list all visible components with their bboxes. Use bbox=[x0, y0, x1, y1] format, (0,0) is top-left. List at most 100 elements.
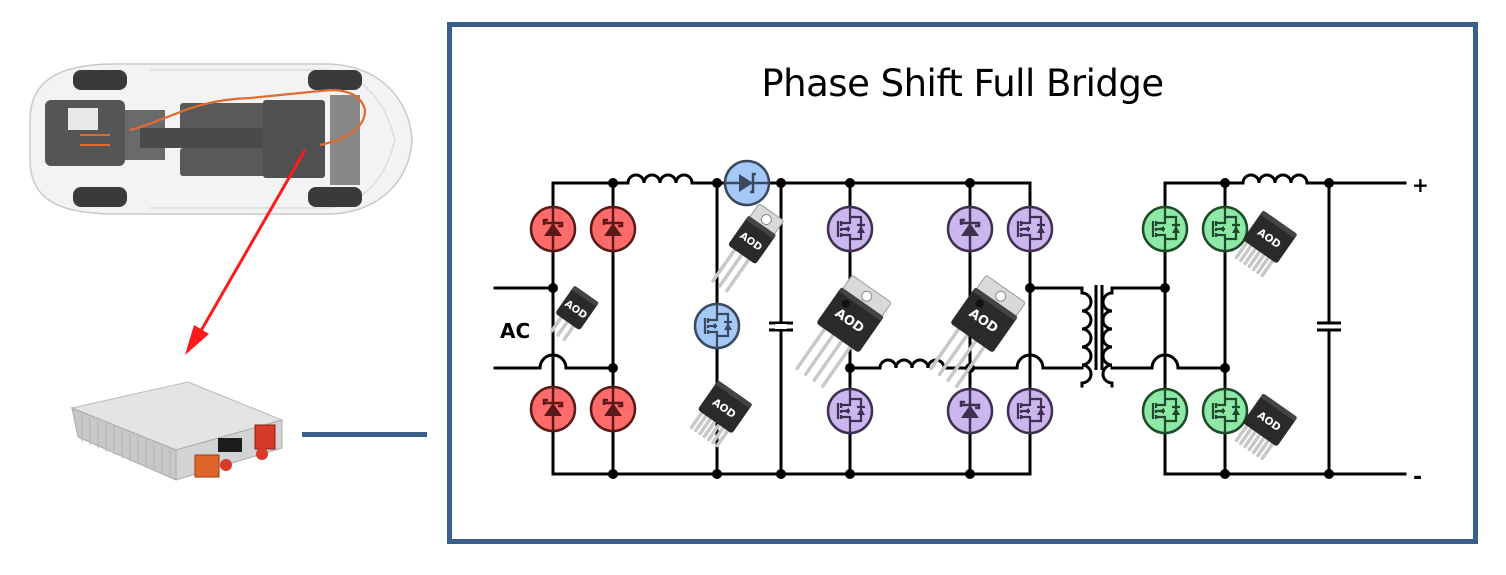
package-lead bbox=[820, 343, 854, 389]
schottky-bar bbox=[542, 218, 564, 228]
junction-dot bbox=[1324, 469, 1334, 479]
mosfet-arrow bbox=[1024, 226, 1029, 232]
primary-mosfet bbox=[1006, 205, 1054, 253]
package-lead bbox=[1243, 245, 1259, 266]
diode-triangle bbox=[544, 403, 562, 416]
schottky-bar bbox=[959, 218, 981, 228]
package-lead bbox=[715, 427, 731, 448]
package-lead bbox=[1239, 242, 1254, 263]
package-lead bbox=[1243, 428, 1259, 449]
mosfet-arrow bbox=[711, 323, 716, 329]
to247-4-package: AOD bbox=[929, 275, 1026, 389]
package-body bbox=[698, 381, 752, 433]
pfc-inductor bbox=[611, 173, 719, 185]
hv-cable bbox=[129, 88, 367, 147]
package-lead bbox=[795, 325, 828, 371]
package-lead bbox=[706, 421, 722, 442]
schottky-bar bbox=[542, 398, 564, 408]
car-wheel bbox=[73, 187, 127, 207]
package-body bbox=[817, 288, 883, 352]
body-diode bbox=[724, 323, 732, 330]
cap-gap bbox=[1322, 324, 1336, 329]
diode-triangle bbox=[604, 223, 622, 236]
package-lead bbox=[718, 251, 745, 288]
circuit-frame bbox=[447, 22, 1478, 544]
junction-dot bbox=[608, 469, 618, 479]
junction-dot bbox=[1160, 283, 1170, 293]
charger-connector-black bbox=[218, 438, 242, 452]
package-lead bbox=[1251, 434, 1267, 455]
package-lead bbox=[725, 256, 752, 293]
mosfet-arrow bbox=[844, 408, 849, 414]
schottky-bar bbox=[750, 172, 756, 194]
junction-dot bbox=[608, 363, 618, 373]
onboard-charger-image bbox=[70, 381, 284, 481]
junction-dot bbox=[965, 469, 975, 479]
transformer-primary-bottom bbox=[968, 353, 1084, 370]
rectifier-diode bbox=[529, 385, 577, 433]
junction-dot bbox=[845, 363, 855, 373]
mosfet-arrow bbox=[1219, 408, 1224, 414]
sr-mosfet bbox=[1201, 387, 1249, 435]
junction-dot bbox=[712, 178, 722, 188]
junction-dot bbox=[845, 469, 855, 479]
resonant-inductor bbox=[848, 358, 972, 370]
package-lead bbox=[954, 343, 988, 389]
package-top-edge bbox=[839, 287, 884, 321]
transformer-secondary-winding bbox=[1101, 286, 1114, 388]
car-wheel bbox=[308, 187, 362, 207]
mounting-hole bbox=[841, 299, 850, 308]
mosfet-arrow bbox=[1159, 226, 1164, 232]
junction-dot bbox=[1220, 469, 1230, 479]
clamp-diode bbox=[946, 387, 994, 435]
diode-triangle bbox=[544, 223, 562, 236]
ev-car-image bbox=[29, 63, 413, 215]
transformer-primary-winding bbox=[1080, 286, 1093, 388]
body-diode bbox=[1037, 226, 1045, 233]
red-arrow bbox=[185, 149, 307, 355]
diode-triangle bbox=[739, 174, 753, 192]
primary-mosfet bbox=[826, 205, 874, 253]
ac-line-bottom bbox=[493, 353, 615, 370]
junction-dot bbox=[965, 178, 975, 188]
package-body bbox=[951, 288, 1017, 352]
car-motor-detail bbox=[68, 108, 98, 130]
car-battery bbox=[180, 148, 265, 176]
car-battery bbox=[180, 103, 265, 131]
pfc-mosfet bbox=[693, 302, 741, 350]
schottky-bar bbox=[602, 218, 624, 228]
package-lead bbox=[929, 325, 962, 371]
package-lead bbox=[1260, 440, 1276, 461]
package-lead bbox=[1260, 257, 1276, 278]
car-battery-rear bbox=[263, 100, 325, 178]
d2pak-7-package: AOD bbox=[689, 380, 752, 448]
package-lead bbox=[1239, 425, 1254, 446]
package-body bbox=[1243, 394, 1297, 446]
body-diode bbox=[1172, 226, 1180, 233]
rectifier-diode bbox=[529, 205, 577, 253]
clamp-diode bbox=[946, 205, 994, 253]
primary-mosfet bbox=[1006, 387, 1054, 435]
package-top-edge bbox=[746, 216, 776, 239]
package-lead bbox=[1247, 248, 1263, 269]
output-inductor bbox=[1163, 173, 1407, 185]
package-lead bbox=[550, 314, 565, 333]
mosfet-arrow bbox=[1024, 408, 1029, 414]
rectifier-diode bbox=[589, 205, 637, 253]
package-lead bbox=[1251, 251, 1267, 272]
package-lead bbox=[689, 409, 705, 430]
package-top-edge bbox=[973, 287, 1018, 321]
junction-dot bbox=[776, 178, 786, 188]
rectifier-diode bbox=[589, 385, 637, 433]
diode-triangle bbox=[961, 223, 979, 236]
package-lead bbox=[1234, 239, 1250, 260]
junction-dot bbox=[548, 283, 558, 293]
package-lead bbox=[698, 415, 714, 436]
junction-dot bbox=[776, 469, 786, 479]
diode-triangle bbox=[961, 405, 979, 418]
mounting-hole bbox=[995, 290, 1007, 302]
package-top-edge bbox=[572, 286, 599, 306]
sr-mosfet bbox=[1201, 205, 1249, 253]
junction-dot bbox=[1220, 178, 1230, 188]
